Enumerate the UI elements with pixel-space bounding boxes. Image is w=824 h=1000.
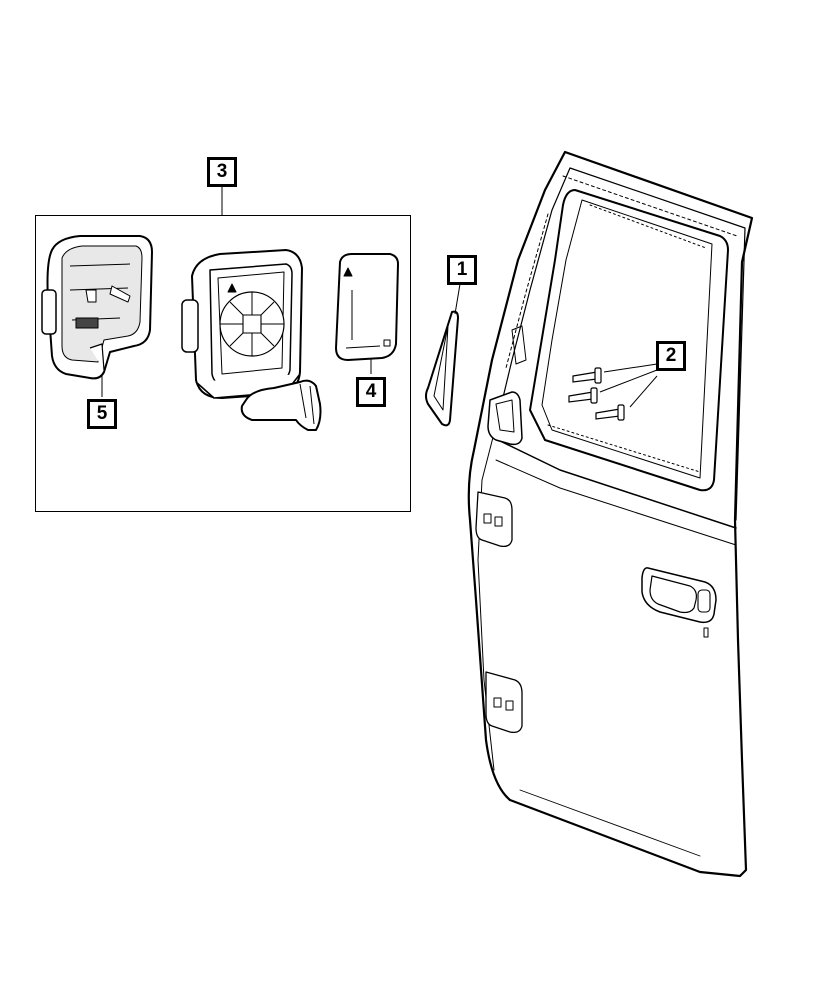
door-outline — [467, 150, 754, 878]
belt-line-2 — [495, 459, 737, 546]
mirror-mount-pad — [487, 391, 523, 446]
door-frame-inner-2 — [505, 175, 738, 369]
callout-2: 2 — [656, 341, 686, 371]
door-frame-inner — [499, 167, 746, 521]
callout-1: 1 — [447, 255, 477, 285]
bolt-2 — [568, 387, 598, 404]
mirror-glass-part — [335, 253, 399, 361]
callout-4: 4 — [356, 377, 386, 407]
bolts-part — [568, 367, 625, 421]
panel-crease — [519, 789, 701, 857]
belt-line — [497, 439, 737, 529]
window-opening — [529, 189, 729, 492]
assembly-inset-frame — [35, 215, 411, 512]
bolt-3 — [595, 404, 625, 421]
callout-5: 5 — [87, 399, 117, 429]
door-handle — [641, 567, 717, 638]
mirror-cover-part — [41, 235, 153, 380]
window-seal — [547, 204, 707, 473]
bolt-1 — [572, 367, 602, 384]
upper-latch — [511, 325, 527, 365]
leader-1 — [454, 283, 461, 315]
upper-hinge — [475, 491, 513, 548]
door-assembly — [467, 150, 754, 878]
leaders-2 — [599, 363, 658, 408]
triangle-seal-part — [425, 310, 459, 427]
callout-3: 3 — [207, 157, 237, 187]
lower-hinge — [485, 671, 523, 734]
mirror-housing-part — [181, 249, 322, 431]
window-glass-edge — [541, 199, 713, 479]
